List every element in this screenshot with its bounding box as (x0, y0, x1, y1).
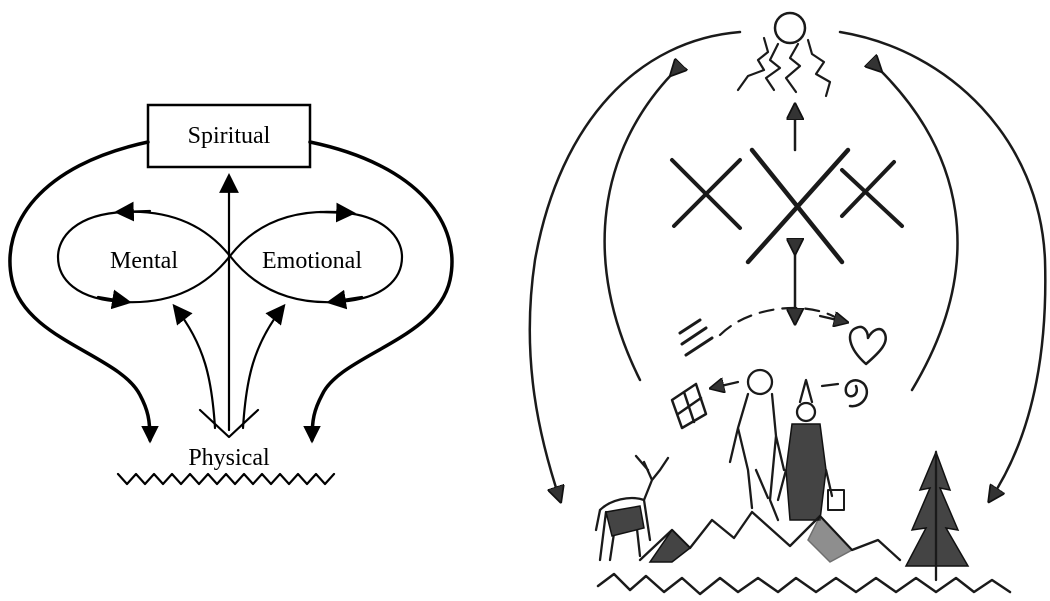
emotional-label: Emotional (262, 248, 362, 274)
heart-icon (850, 327, 886, 364)
dashed-arc (720, 308, 840, 335)
outer-arc-right (840, 32, 1045, 500)
physical-to-emotional-arrow (243, 307, 283, 428)
window-grid-icon (672, 384, 706, 428)
mountains-icon (640, 512, 900, 562)
sketch-arrow-to-window (712, 382, 738, 388)
spruce-tree-icon (906, 452, 968, 580)
physical-label: Physical (188, 445, 270, 471)
schematic-diagram: Spiritual Mental Emotional Physical (10, 105, 452, 484)
three-crosses-icon (672, 150, 902, 262)
emotional-top-arrow (320, 212, 352, 213)
sketch-ground-zigzag (598, 574, 1010, 594)
ground-zigzag (118, 474, 334, 484)
spiral-icon (846, 380, 867, 406)
person-figure-left (730, 370, 784, 520)
sketch-dash-to-spiral (822, 384, 838, 386)
inner-arc-left (605, 74, 672, 380)
physical-to-mental-arrow (175, 307, 215, 428)
outer-arc-left (530, 32, 740, 500)
mental-label: Mental (110, 248, 178, 274)
mental-top-arrow (118, 211, 150, 212)
inner-arc-right (880, 70, 957, 390)
spiritual-label: Spiritual (188, 123, 271, 149)
person-figure-right (778, 380, 844, 520)
sun-icon (738, 13, 830, 96)
triple-lines-icon (680, 320, 712, 355)
sketch-illustration (530, 13, 1046, 594)
spiritual-node: Spiritual (148, 105, 310, 167)
